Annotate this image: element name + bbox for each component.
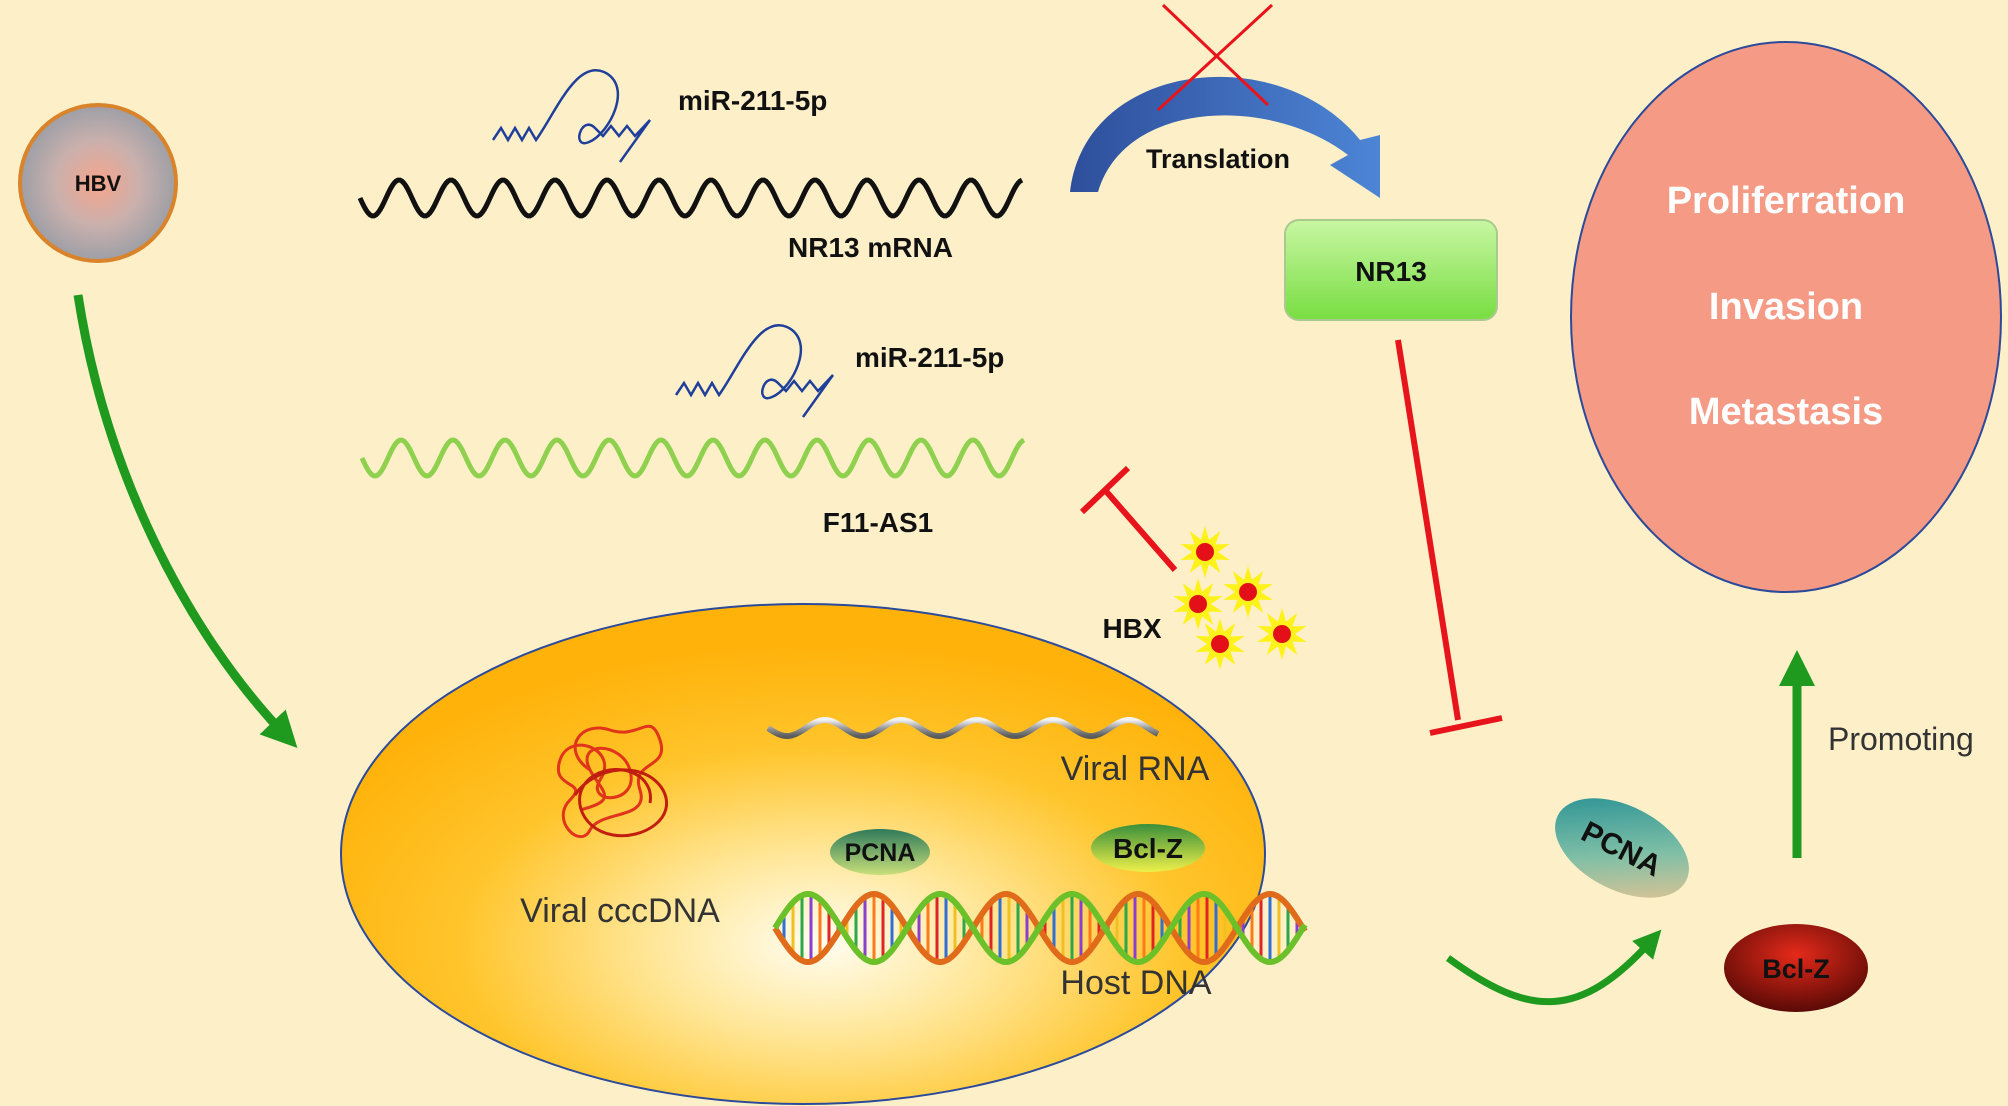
hbv-virion: HBV	[18, 103, 178, 263]
mirna-mid-label: miR-211-5p	[855, 342, 1004, 373]
nr13-label: NR13	[1355, 256, 1427, 287]
f11-as1-label: F11-AS1	[823, 507, 934, 538]
bclz-outside-badge: Bcl-Z	[1724, 924, 1868, 1012]
nr13-mrna-label: NR13 mRNA	[788, 232, 953, 263]
viral-cccdna-label: Viral cccDNA	[520, 892, 720, 930]
outcomes-ellipse: Proliferration Invasion Metastasis	[1570, 41, 2002, 593]
promoting-label: Promoting	[1828, 721, 1974, 757]
hbx-star-core-4	[1211, 635, 1229, 653]
pcna-nucleus-label: PCNA	[845, 839, 916, 867]
mirna-top-label: miR-211-5p	[678, 85, 827, 116]
viral-cccdna-coil	[556, 724, 669, 838]
translation-arrow	[1070, 76, 1380, 198]
hbx-star-core-1	[1239, 583, 1257, 601]
mirna-top-strand	[491, 69, 652, 163]
outcome-metastasis: Metastasis	[1689, 391, 1883, 433]
pcna-outside-badge: PCNA	[1555, 798, 1689, 898]
translation-label: Translation	[1146, 144, 1290, 174]
outcome-proliferation: Proliferration	[1667, 180, 1906, 222]
hbv-entry-arrow	[73, 294, 298, 749]
bclz-nucleus-label: Bcl-Z	[1113, 833, 1183, 864]
translation-block-x-line-2	[1156, 3, 1274, 112]
host-dna-helix	[772, 891, 1308, 965]
hbv-label: HBV	[75, 171, 122, 196]
hbx-star-core-2	[1189, 595, 1207, 613]
pcna-nucleus-badge: PCNA	[830, 829, 930, 875]
viral-rna-strand	[766, 717, 1160, 739]
viral-rna-label: Viral RNA	[1061, 750, 1210, 788]
nr13-inhibition-bar	[1429, 715, 1503, 736]
f11-as1-strand	[359, 437, 1026, 479]
hbx-label: HBX	[1102, 613, 1161, 644]
host-dna-label: Host DNA	[1060, 964, 1211, 1002]
nr13-inhibition-line	[1395, 339, 1461, 721]
hbx-inhibition-line	[1102, 488, 1178, 572]
bclz-nucleus-badge: Bcl-Z	[1091, 824, 1205, 872]
outcome-invasion: Invasion	[1709, 286, 1863, 328]
translation-block-x-line-1	[1161, 3, 1270, 107]
hbx-inhibition-bar	[1079, 465, 1131, 515]
nr13-mrna-strand	[357, 177, 1024, 219]
dna-backbone	[772, 891, 1308, 965]
hbx-star-core-0	[1196, 543, 1214, 561]
hbx-star-core-3	[1273, 625, 1291, 643]
hbx-proteins	[1173, 526, 1307, 670]
nr13-protein-box	[1284, 219, 1498, 321]
nucleus-exit-arrow	[1445, 929, 1662, 1006]
bclz-outside-label: Bcl-Z	[1762, 954, 1830, 984]
mirna-mid-strand	[674, 324, 835, 418]
